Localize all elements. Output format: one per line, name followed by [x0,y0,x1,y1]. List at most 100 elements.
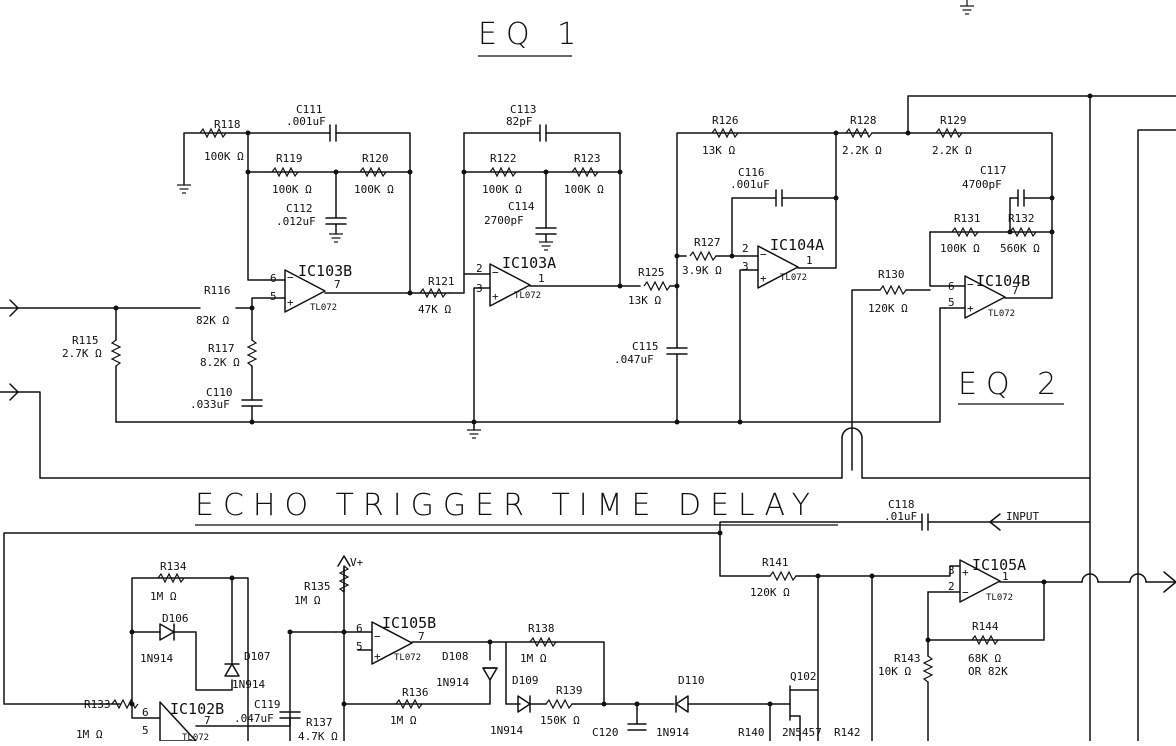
r133-value: 1M Ω [76,728,103,741]
ic105b-type: TL072 [394,653,421,663]
r140-ref: R140 [738,726,765,739]
c114-ref: C114 [508,200,535,213]
c117-ref: C117 [980,164,1007,177]
ic103b-pin-inv: 6 [270,272,277,285]
input-label: INPUT [1006,510,1039,523]
r127-value: 3.9K Ω [682,264,722,277]
svg-text:+: + [967,302,974,315]
ic103b-type: TL072 [310,303,337,313]
ic103a-pin-inv: 2 [476,262,483,275]
r132-value: 560K Ω [1000,242,1040,255]
d108-ref: D108 [442,650,469,663]
ic102b-pin-noninv: 5 [142,724,149,737]
r117-ref: R117 [208,342,235,355]
c111-ref: C111 [296,103,323,116]
r143-value: 10K Ω [878,665,911,678]
r121-value: 47K Ω [418,303,451,316]
input-arrow-icon [0,383,19,401]
r119-value: 100K Ω [272,183,312,196]
r116-ref: R116 [204,284,231,297]
ic104b-type: TL072 [988,309,1015,319]
ic104b-pin-out: 7 [1012,284,1019,297]
ic102b-type: TL072 [182,733,209,741]
c116-ref: C116 [738,166,765,179]
r134-value: 1M Ω [150,590,177,603]
ic105a-ref: IC105A [972,556,1026,574]
ic104a-pin-inv: 2 [742,242,749,255]
ic102b-pin-inv: 6 [142,706,149,719]
c110-ref: C110 [206,386,233,399]
d110-ref: D110 [678,674,705,687]
r132-ref: R132 [1008,212,1035,225]
svg-text:+: + [492,290,499,303]
r144-value: 68K Ω [968,652,1001,665]
r125-value: 13K Ω [628,294,661,307]
r122-ref: R122 [490,152,517,165]
c116-value: .001uF [730,178,770,191]
ic103a-type: TL072 [514,291,541,301]
r136-value: 1M Ω [390,714,417,727]
c119-ref: C119 [254,698,281,711]
r123-value: 100K Ω [564,183,604,196]
d109-type: 1N914 [490,724,523,737]
ic105a-pin-out: 1 [1002,570,1009,583]
c118-ref: C118 [888,498,915,511]
r126-ref: R126 [712,114,739,127]
r128-ref: R128 [850,114,877,127]
eq1-title: EQ 1 [478,17,585,52]
c114-value: 2700pF [484,214,524,227]
r128-value: 2.2K Ω [842,144,882,157]
ic105a-pin-noninv: 3 [948,564,955,577]
ic105a-pin-inv: 2 [948,580,955,593]
ic102b-ref: IC102B [170,700,224,718]
ic105b-pin-out: 7 [418,630,425,643]
r136-ref: R136 [402,686,429,699]
svg-text:−: − [492,266,499,279]
r129-value: 2.2K Ω [932,144,972,157]
ic104b-ref: IC104B [976,272,1030,290]
q102-ref: Q102 [790,670,817,683]
d110-type: 1N914 [656,726,689,739]
r133-ref: R133 [84,698,111,711]
ic104a-ref: IC104A [770,236,824,254]
svg-text:−: − [962,586,969,599]
r118-value: 100K Ω [204,150,244,163]
eq2-title: EQ 2 [958,367,1065,402]
c112-ref: C112 [286,202,313,215]
r117-value: 8.2K Ω [200,356,240,369]
ic104a-pin-noninv: 3 [742,260,749,273]
svg-text:+: + [374,650,381,663]
r121-ref: R121 [428,275,455,288]
ground-symbol [959,0,975,15]
c112-value: .012uF [276,215,316,228]
r118-ref: R118 [214,118,241,131]
ic103a-ref: IC103A [502,254,556,272]
ic104a-pin-out: 1 [806,254,813,267]
r137-value: 4.7K Ω [298,730,338,741]
r115-value: 2.7K Ω [62,347,102,360]
r127-ref: R127 [694,236,721,249]
c110-value: .033uF [190,398,230,411]
r119-ref: R119 [276,152,303,165]
r134-ref: R134 [160,560,187,573]
r139-ref: R139 [556,684,583,697]
r129-ref: R129 [940,114,967,127]
r125-ref: R125 [638,266,665,279]
q102-type: 2N5457 [782,726,822,739]
r141-ref: R141 [762,556,789,569]
c115-ref: C115 [632,340,659,353]
c119-value: .047uF [234,712,274,725]
r130-ref: R130 [878,268,905,281]
d106-ref: D106 [162,612,189,625]
c113-value: 82pF [506,115,533,128]
ic105b-ref: IC105B [382,614,436,632]
d107-ref: D107 [244,650,271,663]
svg-text:−: − [760,248,767,261]
svg-text:−: − [967,278,974,291]
r116-value: 82K Ω [196,314,229,327]
ic103b-pin-noninv: 5 [270,290,277,303]
d109-ref: D109 [512,674,539,687]
ic103b-ref: IC103B [298,262,352,280]
